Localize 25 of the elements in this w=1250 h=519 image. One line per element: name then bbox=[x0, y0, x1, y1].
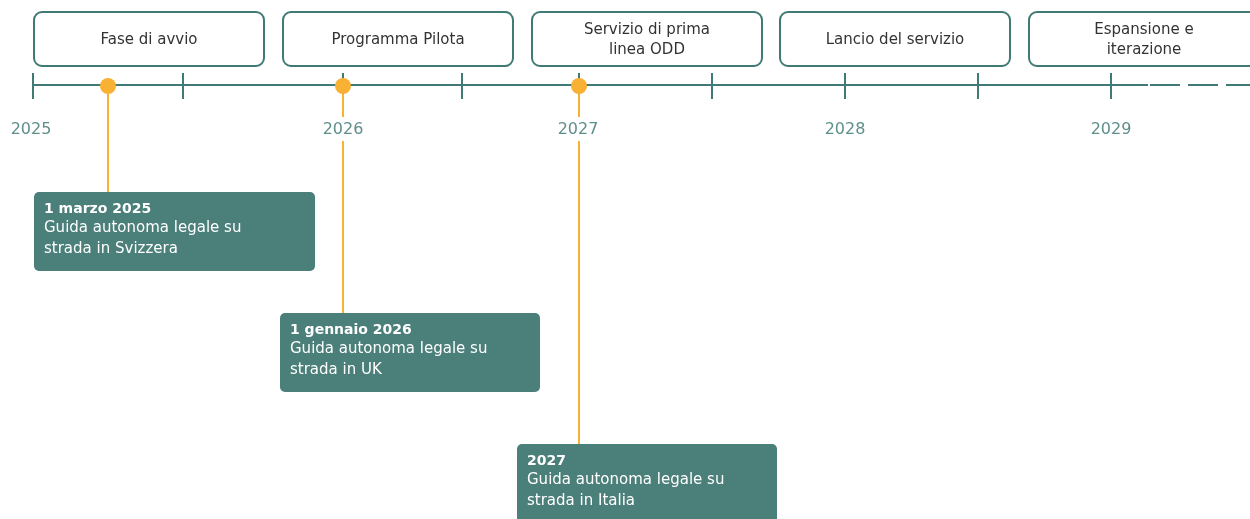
milestone-date: 1 marzo 2025 bbox=[44, 200, 153, 217]
connector-line bbox=[342, 93, 344, 314]
milestone-card bbox=[280, 313, 540, 392]
phase-title: Lancio del servizio bbox=[825, 29, 965, 49]
phase-title: Programma Pilota bbox=[331, 29, 465, 49]
phase-box bbox=[1028, 11, 1250, 67]
phase-title: Servizio di prima linea ODD bbox=[582, 19, 712, 59]
milestone-card bbox=[517, 444, 777, 519]
milestone-date: 1 gennaio 2026 bbox=[290, 321, 413, 338]
milestone-description: Guida autonoma legale su strada in Italia bbox=[527, 469, 726, 511]
connector-line bbox=[578, 93, 580, 445]
phase-box bbox=[33, 11, 265, 67]
milestone-description: Guida autonoma legale su strada in UK bbox=[290, 338, 489, 380]
milestone-card bbox=[34, 192, 315, 271]
milestone-dot bbox=[571, 78, 587, 94]
phase-box bbox=[779, 11, 1011, 67]
milestone-description: Guida autonoma legale su strada in Svizzera bbox=[44, 217, 243, 259]
phase-box bbox=[282, 11, 514, 67]
milestone-dot bbox=[335, 78, 351, 94]
phase-title: Fase di avvio bbox=[100, 29, 198, 49]
phase-title: Espansione e iterazione bbox=[1093, 19, 1195, 59]
milestone-dot bbox=[100, 78, 116, 94]
milestone-date: 2027 bbox=[527, 452, 567, 469]
connector-line bbox=[107, 93, 109, 193]
phase-box bbox=[531, 11, 763, 67]
